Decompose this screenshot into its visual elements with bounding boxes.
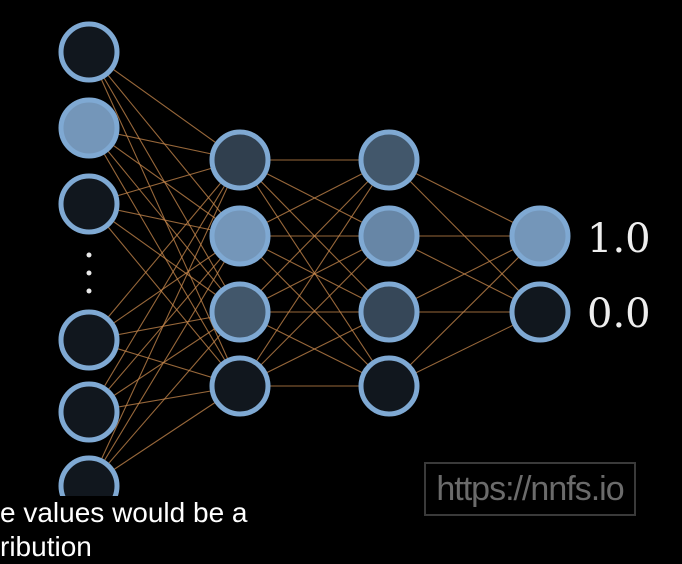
connection-line: [388, 235, 541, 387]
connection-line: [88, 159, 241, 341]
connection-line: [88, 235, 241, 487]
output-neuron-2: [509, 281, 571, 343]
connection-line: [88, 51, 241, 161]
hidden-1-neuron-3: [209, 281, 271, 343]
hidden-1-neuron-4: [209, 355, 271, 417]
hidden-1-neuron-1: [209, 129, 271, 191]
hidden-2-neuron-4: [358, 355, 420, 417]
connections: [88, 51, 541, 487]
input-ellipsis: [86, 252, 92, 294]
ellipsis-dot: [86, 270, 92, 276]
watermark-url: https://nnfs.io: [424, 462, 636, 516]
connection-line: [88, 203, 241, 313]
caption-line-2: ribution: [0, 530, 98, 564]
input-neuron-1: [58, 21, 120, 83]
connection-line: [88, 159, 241, 413]
connection-line: [88, 51, 241, 387]
input-neuron-5: [58, 381, 120, 443]
connection-line: [88, 235, 241, 341]
caption-line-1: e values would be a: [0, 496, 254, 530]
neurons: [58, 21, 571, 517]
hidden-2-neuron-1: [358, 129, 420, 191]
hidden-2-neuron-3: [358, 281, 420, 343]
output-label-1: 1.0: [587, 216, 651, 262]
output-label-2: 0.0: [587, 291, 651, 337]
hidden-1-neuron-2: [209, 205, 271, 267]
ellipsis-dot: [86, 288, 92, 294]
connection-line: [88, 311, 241, 487]
input-neuron-4: [58, 309, 120, 371]
output-labels: 1.0 0.0: [587, 216, 651, 337]
connection-line: [239, 159, 390, 387]
ellipsis-dot: [86, 252, 92, 258]
output-neuron-1: [509, 205, 571, 267]
connection-line: [88, 159, 241, 487]
connection-line: [88, 203, 241, 387]
input-neuron-2: [58, 97, 120, 159]
connection-line: [88, 127, 241, 387]
input-neuron-3: [58, 173, 120, 235]
connection-line: [239, 235, 390, 387]
hidden-2-neuron-2: [358, 205, 420, 267]
connection-line: [239, 159, 390, 313]
